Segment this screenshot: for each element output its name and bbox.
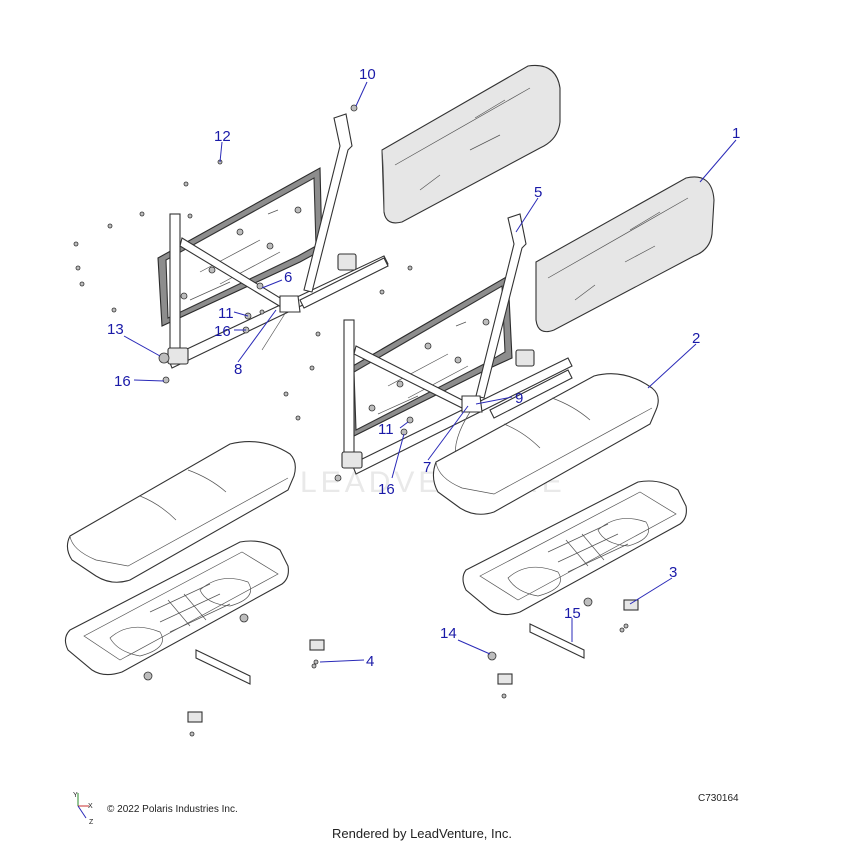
backrest-cushion-left[interactable]: [381, 64, 561, 224]
frame-rail-right[interactable]: [351, 357, 573, 475]
rendered-by-footer: Rendered by LeadVenture, Inc.: [332, 826, 512, 841]
latch-plate-b[interactable]: [187, 711, 203, 737]
axis-triad-icon: Y X Z: [73, 792, 94, 826]
callout-5[interactable]: 5: [534, 184, 542, 201]
seat-cushion-right[interactable]: [432, 373, 659, 515]
callout-11-left[interactable]: 11: [218, 305, 234, 322]
seat-frame-right[interactable]: [345, 275, 513, 439]
callout-16-left-upper[interactable]: 16: [214, 323, 231, 340]
bumper-hardware[interactable]: [143, 597, 593, 681]
callout-16-right[interactable]: 16: [378, 481, 395, 498]
seat-base-right[interactable]: [462, 480, 687, 616]
callout-9[interactable]: 9: [515, 390, 523, 407]
axis-z-label: Z: [89, 819, 94, 826]
axis-y-label: Y: [73, 792, 78, 799]
leader-lines: [123, 81, 737, 663]
seat-base-left[interactable]: [64, 540, 289, 676]
callout-13[interactable]: 13: [107, 321, 124, 338]
latch-plate-a[interactable]: [309, 639, 325, 665]
seat-frame-left[interactable]: [157, 167, 323, 327]
seat-belt-right-outer[interactable]: [341, 213, 535, 469]
callout-1[interactable]: 1: [732, 125, 740, 142]
callout-15[interactable]: 15: [564, 605, 581, 622]
copyright-text: © 2022 Polaris Industries Inc.: [107, 804, 238, 815]
bracket-left[interactable]: [195, 649, 251, 685]
seat-cushion-left[interactable]: [66, 441, 296, 583]
bracket-right[interactable]: [529, 623, 585, 659]
callout-14[interactable]: 14: [440, 625, 457, 642]
callout-10[interactable]: 10: [359, 66, 376, 83]
latch-plate-c[interactable]: [497, 673, 513, 699]
callout-4[interactable]: 4: [366, 653, 374, 670]
callout-11-right[interactable]: 11: [378, 421, 394, 438]
latch-plate-d[interactable]: [623, 599, 639, 629]
callout-2[interactable]: 2: [692, 330, 700, 347]
callout-6[interactable]: 6: [284, 269, 292, 286]
callout-7[interactable]: 7: [423, 459, 431, 476]
backrest-cushion-right[interactable]: [535, 176, 715, 333]
callout-3[interactable]: 3: [669, 564, 677, 581]
callout-8[interactable]: 8: [234, 361, 242, 378]
axis-x-label: X: [88, 803, 93, 810]
callout-16-left-lower[interactable]: 16: [114, 373, 131, 390]
seat-belt-left-buckle[interactable]: [179, 237, 301, 351]
diagram-code: C730164: [698, 793, 739, 804]
seat-belt-left-outer[interactable]: [167, 113, 357, 365]
callout-12[interactable]: 12: [214, 128, 231, 145]
